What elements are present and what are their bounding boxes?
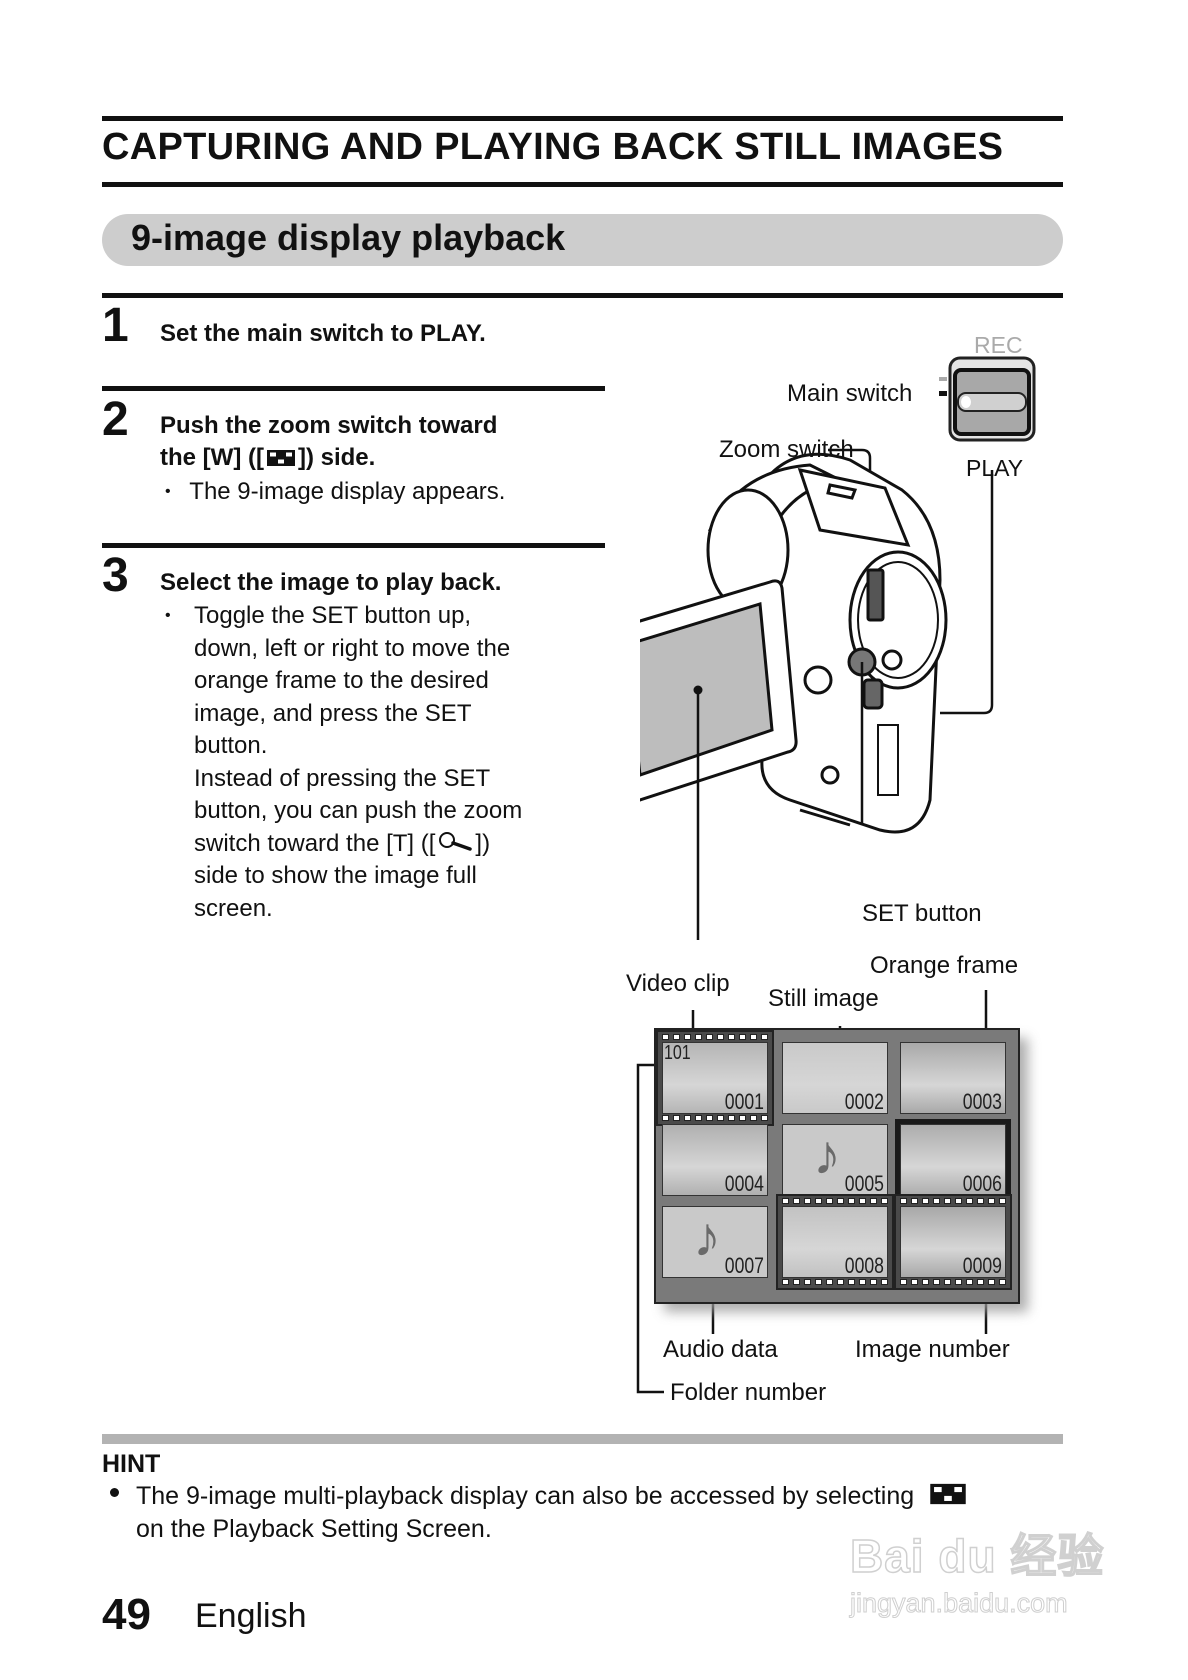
music-note-icon: ♪ (813, 1124, 841, 1186)
thumbnail-dolphins: 0008 (782, 1206, 888, 1278)
step-number: 3 (102, 549, 129, 602)
play-label: PLAY (966, 455, 1024, 481)
section-title: 9-image display playback (131, 217, 566, 258)
zoom-switch-label: Zoom switch (719, 436, 854, 463)
hint-divider (102, 1434, 1063, 1444)
9-image-grid-icon (266, 450, 295, 466)
step3-rule (102, 543, 605, 548)
watermark-brand: Bai du 经验 (849, 1529, 1105, 1583)
main-switch-label: Main switch (787, 380, 913, 407)
step2-rule (102, 386, 605, 391)
image-number: 0002 (844, 1089, 884, 1114)
thumbnail-flower-cart: 0004 (662, 1124, 768, 1196)
step-title-line: Push the zoom switch toward (160, 412, 498, 439)
text-line: orange frame to the desired (194, 667, 489, 694)
watermark-url: jingyan.baidu.com (850, 1588, 1069, 1619)
text-line: button. (194, 732, 268, 759)
bullet-text: The 9-image display appears. (189, 478, 506, 505)
image-number: 0008 (844, 1253, 884, 1278)
hint-bullet-icon (110, 1488, 119, 1497)
still-image-label: Still image (768, 985, 879, 1012)
thumbnail-woman: 0003 (900, 1042, 1006, 1114)
step-title: Select the image to play back. (160, 569, 502, 596)
page-language: English (195, 1597, 307, 1635)
thumbnail-garden: 0006 (900, 1124, 1006, 1196)
step-bullet: • Toggle the SET button up, down, left o… (165, 600, 522, 925)
bullet-text: Toggle the SET button up, down, left or … (194, 600, 522, 925)
text-line: switch toward the [T] ([]) (194, 828, 522, 861)
hint-text: The 9-image multi-playback display can a… (136, 1482, 915, 1510)
step-title: Push the zoom switch toward the [W] ([])… (160, 410, 497, 474)
main-switch-icon (939, 356, 1036, 442)
hint-title: HINT (102, 1450, 161, 1478)
thumbnail-duck: 0001 101 (662, 1042, 768, 1114)
text-fragment: ]) (475, 829, 491, 857)
camera-illustration (640, 356, 1036, 940)
9-image-grid-icon (930, 1483, 966, 1505)
folder-number-label: Folder number (670, 1379, 827, 1406)
text-line: Instead of pressing the SET (194, 764, 491, 792)
title-underline (102, 182, 1063, 187)
image-number: 0007 (724, 1253, 764, 1278)
thumbnail-music-note: ♪0005 (782, 1124, 888, 1196)
page-number: 49 (102, 1590, 151, 1639)
grid-cell[interactable]: ♪0005 (782, 1124, 888, 1196)
step-number: 2 (102, 393, 129, 446)
text-fragment: switch toward the [T] ([ (194, 829, 436, 857)
image-number: 0005 (844, 1171, 884, 1196)
thumbnail-child: 0009 (900, 1206, 1006, 1278)
music-note-icon: ♪ (693, 1206, 721, 1268)
image-number: 0003 (962, 1089, 1002, 1114)
audio-data-label: Audio data (663, 1336, 778, 1363)
text-line: Toggle the SET button up, (194, 602, 472, 629)
thumbnail-seagull: 0002 (782, 1042, 888, 1114)
lcd-screen (640, 579, 798, 802)
step-number: 1 (102, 299, 129, 352)
text-line: image, and press the SET (194, 699, 472, 727)
image-number: 0004 (724, 1171, 764, 1196)
image-number-label: Image number (855, 1336, 1010, 1363)
grid-cell[interactable]: ♪0007 (662, 1206, 768, 1278)
hint-text-line1: The 9-image multi-playback display can a… (136, 1482, 969, 1511)
orange-frame-label: Orange frame (870, 952, 1019, 979)
grid-cell[interactable]: 0004 (662, 1124, 768, 1196)
thumbnail-music-note: ♪0007 (662, 1206, 768, 1278)
bullet-icon: • (165, 607, 171, 624)
step-bullet: • The 9-image display appears. (165, 476, 505, 509)
step-title-text: the [W] ([ (160, 444, 264, 471)
text-line: screen. (194, 894, 273, 922)
hint-text-line2: on the Playback Setting Screen. (136, 1515, 492, 1543)
step1-rule (102, 293, 1063, 298)
image-number: 0006 (962, 1171, 1002, 1196)
page-title: CAPTURING AND PLAYING BACK STILL IMAGES (102, 126, 1004, 168)
text-line: down, left or right to move the (194, 634, 511, 662)
step-title-text: ]) side. (297, 444, 376, 471)
grid-cell[interactable]: 0002 (782, 1042, 888, 1114)
text-line: side to show the image full (194, 862, 477, 889)
top-rule (102, 116, 1063, 121)
step-title-line: the [W] ([ ]) side. (160, 442, 497, 474)
video-clip-label: Video clip (626, 970, 730, 997)
set-button-label: SET button (862, 900, 982, 927)
bullet-icon: • (165, 483, 171, 500)
step-title: Set the main switch to PLAY. (160, 320, 486, 347)
magnifier-icon (439, 831, 473, 851)
folder-number: 101 (664, 1042, 691, 1064)
rec-label: REC (974, 332, 1023, 358)
image-number: 0001 (724, 1089, 764, 1114)
image-number: 0009 (962, 1253, 1002, 1278)
text-line: button, you can push the zoom (194, 797, 523, 824)
camera-body (706, 452, 948, 834)
grid-cell[interactable]: 0009 (894, 1194, 1012, 1290)
grid-cell[interactable]: 0003 (900, 1042, 1006, 1114)
grid-cell[interactable]: 0008 (776, 1194, 894, 1290)
grid-cell[interactable]: 0001 101 (656, 1030, 774, 1126)
section-pill (102, 214, 1063, 266)
grid-cell[interactable]: 0006 (895, 1119, 1011, 1201)
